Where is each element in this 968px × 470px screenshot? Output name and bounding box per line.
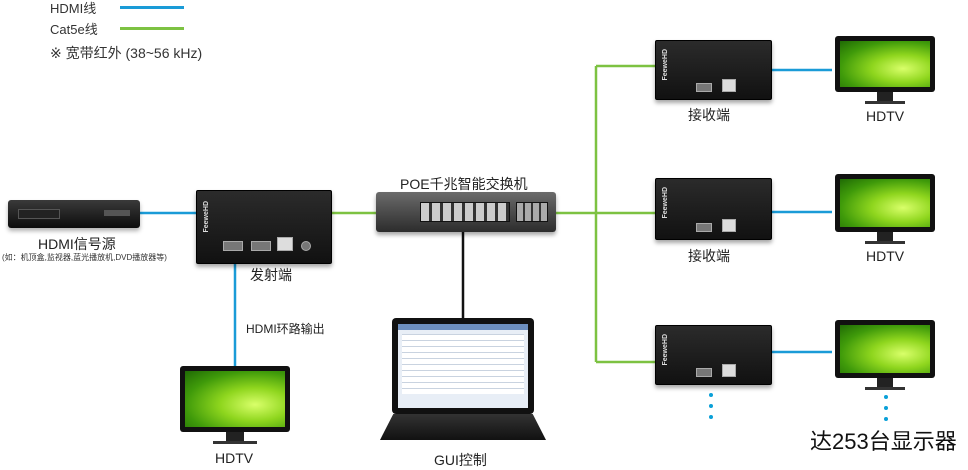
laptop: [380, 318, 546, 446]
legend-ir-label: ※ 宽带红外 (38~56 kHz): [50, 45, 203, 61]
gui-window-titlebar: [398, 324, 528, 330]
receiver-2-label: 接收端: [688, 248, 730, 264]
laptop-lid: [392, 318, 534, 414]
switch-sfp-ports: [516, 202, 548, 222]
rx2-rj45-port: [722, 219, 736, 232]
tv-1: [835, 36, 935, 104]
max-displays-label: 达253台显示器: [810, 429, 957, 454]
rx3-hdmi-port: [696, 368, 712, 377]
laptop-base: [380, 414, 546, 440]
receiver-1-brand: FeeweHD: [662, 49, 669, 81]
tv-loop-out-label: HDTV: [215, 450, 254, 466]
transmitter-label: 发射端: [250, 267, 292, 283]
switch-port-bank: [420, 202, 510, 222]
source-buttons: [104, 210, 130, 216]
rx1-hdmi-port: [696, 83, 712, 92]
loop-out-label: HDMI环路输出: [246, 322, 325, 336]
legend-cat5e-line: [120, 27, 184, 30]
gui-window-content: [402, 334, 524, 394]
rx2-hdmi-port: [696, 223, 712, 232]
legend-hdmi-label: HDMI线: [50, 1, 97, 16]
tv-loop-out: [180, 366, 290, 444]
poe-switch-device: [376, 192, 556, 232]
tv-1-label: HDTV: [866, 108, 905, 124]
tv-3: [835, 320, 935, 390]
transmitter-brand: FeeweHD: [203, 201, 210, 233]
hdmi-source-subtitle: (如：机顶盒,监视器,蓝光播放机,DVD播放器等): [2, 253, 167, 262]
receiver-3: FeeweHD: [655, 325, 772, 385]
hdmi-source-title: HDMI信号源: [38, 236, 116, 252]
legend-cat5e-label: Cat5e线: [50, 22, 98, 37]
tx-hdmi-in-port: [223, 241, 243, 251]
tv-screen: [185, 371, 285, 427]
receiver-1-label: 接收端: [688, 107, 730, 123]
source-display: [18, 209, 60, 219]
tv-2-label: HDTV: [866, 248, 905, 264]
hdmi-source-device: [8, 200, 140, 228]
receiver-2: FeeweHD: [655, 178, 772, 240]
tv-2: [835, 174, 935, 244]
legend-hdmi-line: [120, 6, 184, 9]
transmitter-device: FeeweHD: [196, 190, 332, 264]
tx-power-port: [301, 241, 311, 251]
receiver-3-brand: FeeweHD: [662, 334, 669, 366]
receiver-2-brand: FeeweHD: [662, 187, 669, 219]
laptop-screen: [398, 324, 528, 408]
rx3-rj45-port: [722, 364, 736, 377]
switch-label: POE千兆智能交换机: [400, 176, 528, 192]
laptop-label: GUI控制: [434, 452, 487, 468]
receiver-1: FeeweHD: [655, 40, 772, 100]
tx-hdmi-out-port: [251, 241, 271, 251]
tx-rj45-port: [277, 237, 293, 251]
rx1-rj45-port: [722, 79, 736, 92]
